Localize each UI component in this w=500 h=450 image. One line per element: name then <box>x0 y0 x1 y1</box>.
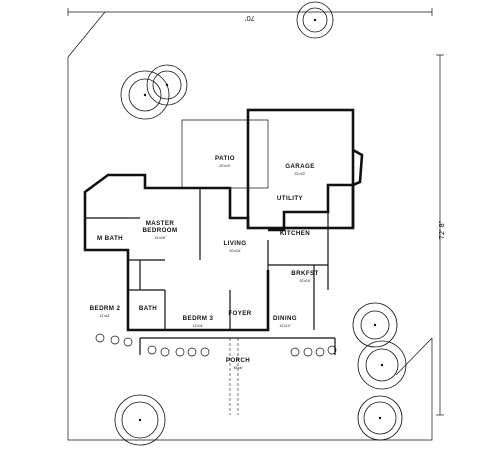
walkway <box>229 338 239 415</box>
shrubs <box>95 333 337 357</box>
room-label-master: MASTER <box>146 220 175 227</box>
tree <box>352 302 398 348</box>
patio <box>181 119 269 189</box>
room-dims-patio: 20'x10' <box>219 164 230 168</box>
room-label-bath: BATH <box>139 305 157 312</box>
overall-width-dimension: 70' <box>67 8 433 23</box>
overall-width-label: 70' <box>245 14 255 23</box>
room-label-bedrm2: BEDRM 2 <box>90 305 121 312</box>
tree <box>114 394 166 446</box>
tree <box>357 395 403 441</box>
tree <box>146 64 188 106</box>
room-label-master-2: BEDROOM <box>142 227 177 234</box>
room-labels: GARAGE 22'x22' PATIO 20'x10' UTILITY MAS… <box>90 155 319 370</box>
room-dims-master: 14'x16' <box>154 236 165 240</box>
room-label-dining: DINING <box>273 315 297 322</box>
room-dims-brkfst: 10'x10' <box>299 279 310 283</box>
room-dims-bedrm2: 11'x11' <box>100 314 111 318</box>
room-label-foyer: FOYER <box>228 310 251 317</box>
lot-outline <box>67 11 433 441</box>
room-label-mbath: M BATH <box>97 235 123 242</box>
tree <box>296 1 334 39</box>
room-label-brkfst: BRKFST <box>291 270 319 277</box>
room-dims-porch: 45'x6' <box>233 366 242 370</box>
house-walls <box>83 108 364 355</box>
room-label-utility: UTILITY <box>277 195 304 202</box>
room-label-garage: GARAGE <box>285 163 315 170</box>
room-label-patio: PATIO <box>215 155 235 162</box>
room-dims-bedrm3: 12'x11' <box>193 324 204 328</box>
trees <box>114 1 407 446</box>
overall-depth-dimension: 72' 8" <box>436 54 446 416</box>
overall-depth-label: 72' 8" <box>437 220 446 239</box>
room-label-bedrm3: BEDRM 3 <box>183 315 214 322</box>
room-label-living: LIVING <box>223 240 246 247</box>
tree <box>120 70 170 120</box>
tree <box>357 340 407 390</box>
room-dims-living: 20'x18' <box>229 249 240 253</box>
room-dims-dining: 12'x12' <box>279 324 290 328</box>
room-label-porch: PORCH <box>226 357 250 364</box>
room-label-kitchen: KITCHEN <box>280 230 310 237</box>
room-dims-garage: 22'x22' <box>294 172 305 176</box>
